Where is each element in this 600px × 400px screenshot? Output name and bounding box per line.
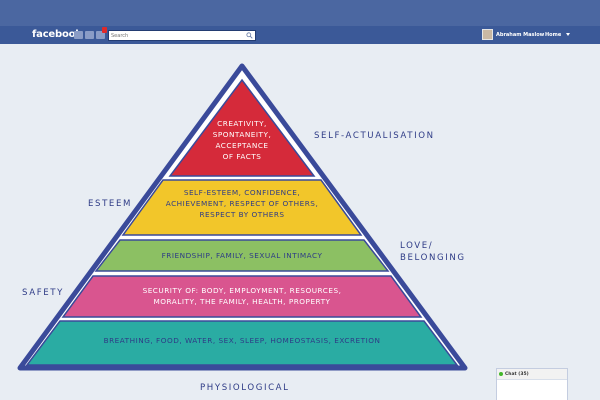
notifications-icon[interactable] <box>96 27 107 39</box>
physiological-text: BREATHING, FOOD, WATER, SEX, SLEEP, HOME… <box>103 336 381 345</box>
label-love-belonging: LOVE/ BELONGING <box>400 241 466 263</box>
avatar[interactable] <box>482 29 493 40</box>
label-safety: SAFETY <box>22 288 64 298</box>
chat-panel[interactable]: Chat (35) <box>496 368 568 400</box>
user-name[interactable]: Abraham Maslow <box>496 31 545 38</box>
chat-label[interactable]: Chat (35) <box>505 371 529 377</box>
label-physiological: PHYSIOLOGICAL <box>200 383 290 393</box>
label-self-actualisation: SELF-ACTUALISATION <box>314 131 435 141</box>
notification-jewels <box>74 27 107 39</box>
friend-requests-icon[interactable] <box>74 31 83 39</box>
messages-icon[interactable] <box>85 31 94 39</box>
self-actualisation-text: CREATIVITY, SPONTANEITY, ACCEPTANCE OF F… <box>212 119 272 161</box>
layer-self-actualisation <box>168 78 316 177</box>
esteem-text: SELF-ESTEEM, CONFIDENCE, ACHIEVEMENT, RE… <box>165 188 319 219</box>
search-box[interactable] <box>108 30 256 41</box>
chat-header[interactable]: Chat (35) <box>497 369 567 380</box>
safety-text: SECURITY OF: BODY, EMPLOYMENT, RESOURCES… <box>142 286 342 306</box>
search-icon[interactable] <box>246 32 253 39</box>
account-menu-caret-icon[interactable] <box>566 33 570 36</box>
layer-safety <box>61 275 423 318</box>
user-profile-link[interactable]: Abraham Maslow <box>482 29 544 40</box>
top-bar-strip <box>0 0 600 26</box>
label-esteem: ESTEEM <box>88 199 133 209</box>
search-input[interactable] <box>111 31 239 40</box>
love-belonging-text: FRIENDSHIP, FAMILY, SEXUAL INTIMACY <box>161 251 323 260</box>
facebook-logo[interactable]: facebook <box>32 29 82 40</box>
online-status-icon <box>499 372 503 376</box>
layer-esteem <box>121 179 363 236</box>
home-link[interactable]: Home <box>545 32 562 38</box>
layer-love-belonging <box>94 239 390 272</box>
layer-physiological <box>25 320 459 366</box>
